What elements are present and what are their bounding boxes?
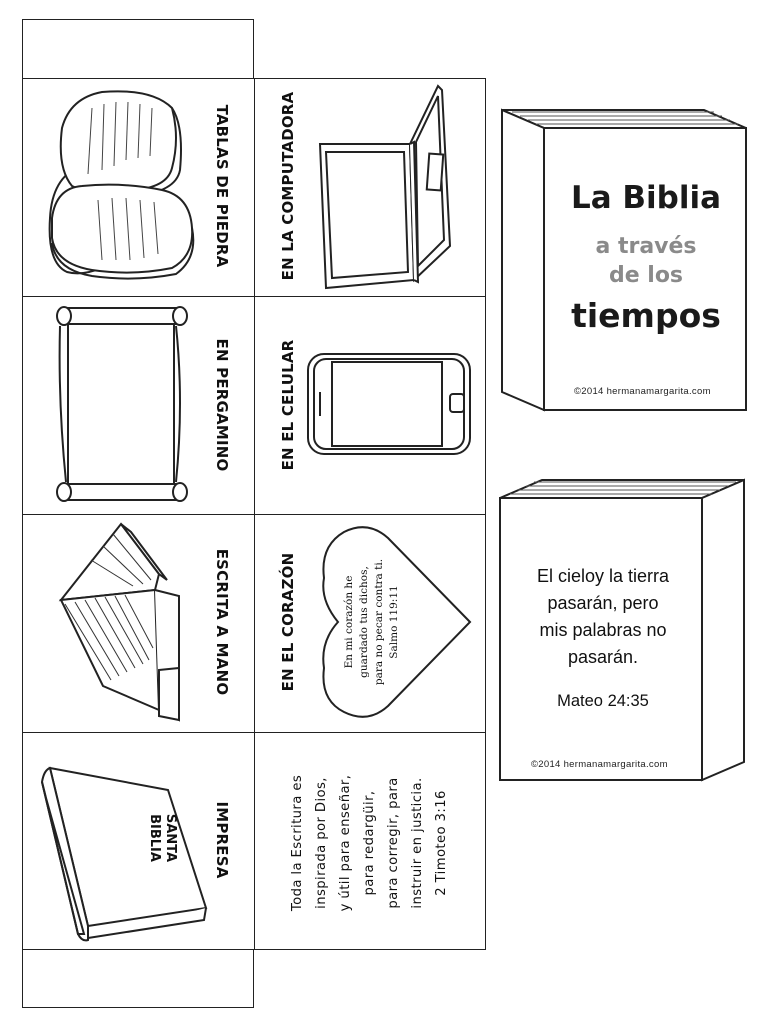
book-2-illustration (499, 478, 745, 782)
book-2-quote-line: El cieloy la tierra (536, 566, 670, 586)
book-1-title: La Biblia (570, 180, 722, 216)
heart-verse-reference: Salmo 119:11 (388, 585, 400, 659)
label-handwritten: ESCRITA A MANO (213, 548, 231, 696)
heart-verse-line: En mi corazón he (343, 575, 355, 669)
book-2-quote-line: pasarán. (567, 647, 639, 667)
bible-cover-line: SANTA (163, 813, 178, 863)
main-verse-line: para redargüir, (362, 790, 377, 896)
main-verse-line: Toda la Escritura es (290, 774, 305, 912)
book-2-copyright: ©2014 hermanamargarita.com (531, 759, 668, 770)
book-2-quote-line: mis palabras no (539, 620, 667, 640)
stone-tablets-illustration (48, 90, 195, 280)
main-verse-reference: 2 Timoteo 3:16 (434, 790, 449, 896)
parchment-illustration (56, 306, 188, 502)
label-computer: EN LA COMPUTADORA (279, 91, 297, 281)
book-1-subtitle: a través de los (546, 232, 746, 290)
book-1-title-2: tiempos (571, 296, 721, 335)
book-2-reference: Mateo 24:35 (557, 692, 649, 710)
label-heart: EN EL CORAZÓN (279, 552, 297, 692)
bottom-flap (22, 948, 254, 1008)
main-verse-line: inspirada por Dios, (314, 777, 329, 909)
label-parchment: EN PERGAMINO (213, 338, 231, 472)
book-1-subtitle-line: a través (595, 234, 697, 259)
main-verse: Toda la Escritura es inspirada por Dios,… (286, 743, 454, 943)
top-flap (22, 19, 254, 79)
heart-verse-line: para no pecar contra ti. (373, 558, 385, 686)
bible-cover-line: BIBLIA (147, 814, 162, 862)
heart-verse: En mi corazón he guardado tus dichos, pa… (342, 547, 402, 697)
panel-main-verse (254, 732, 486, 950)
bible-cover-title: SANTA BIBLIA (146, 814, 178, 862)
book-1-copyright: ©2014 hermanamargarita.com (574, 386, 711, 397)
book-1-subtitle-line: de los (608, 263, 684, 288)
main-verse-line: instruir en justicia. (410, 777, 425, 909)
book-2-quote: El cieloy la tierra pasarán, pero mis pa… (505, 563, 701, 671)
printed-bible-illustration (40, 766, 208, 942)
cellphone-illustration (307, 353, 471, 455)
book-2-quote-line: pasarán, pero (547, 593, 659, 613)
main-verse-line: y útil para enseñar, (338, 774, 353, 912)
book-1-illustration (501, 108, 747, 412)
main-verse-line: para corregir, para (386, 777, 401, 909)
label-cellphone: EN EL CELULAR (279, 339, 297, 471)
heart-verse-line: guardado tus dichos, (358, 566, 370, 678)
handwritten-book-illustration (58, 522, 180, 722)
laptop-illustration (318, 84, 452, 290)
heart-shape (322, 526, 472, 718)
